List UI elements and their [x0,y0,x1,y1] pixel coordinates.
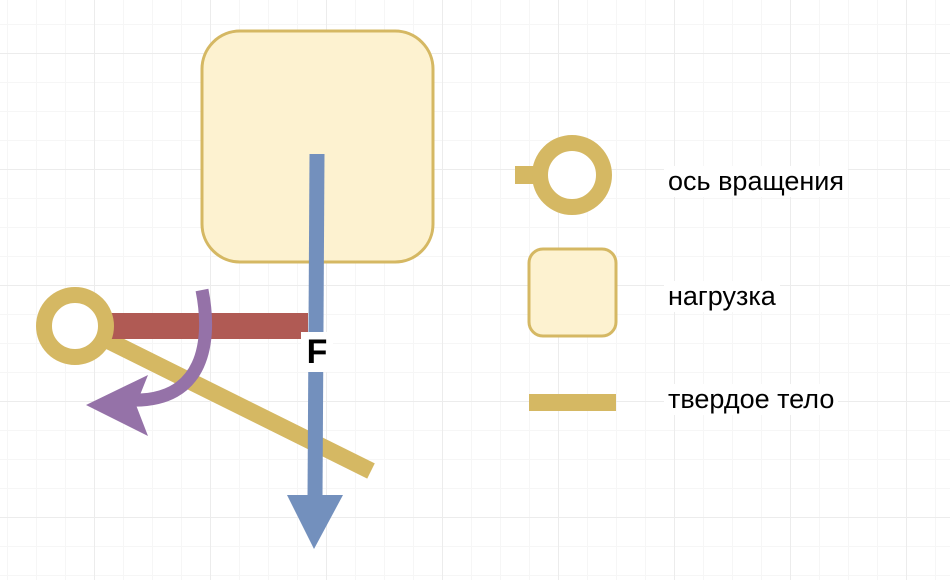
rotation-arrow-icon [86,288,213,436]
rigid-body-bar [99,330,375,479]
legend-label-rotation-axis: ось вращения [664,166,849,197]
rigid-body-bar-icon [529,394,616,411]
legend-label-load: нагрузка [664,281,780,312]
force-arrow-icon [287,153,343,549]
legend-label-rigid-body: твердое тело [664,384,839,415]
load-block-icon [527,247,618,338]
force-label: F [301,332,333,372]
rotation-axis-icon [515,135,612,215]
rotation-axis [36,287,114,365]
